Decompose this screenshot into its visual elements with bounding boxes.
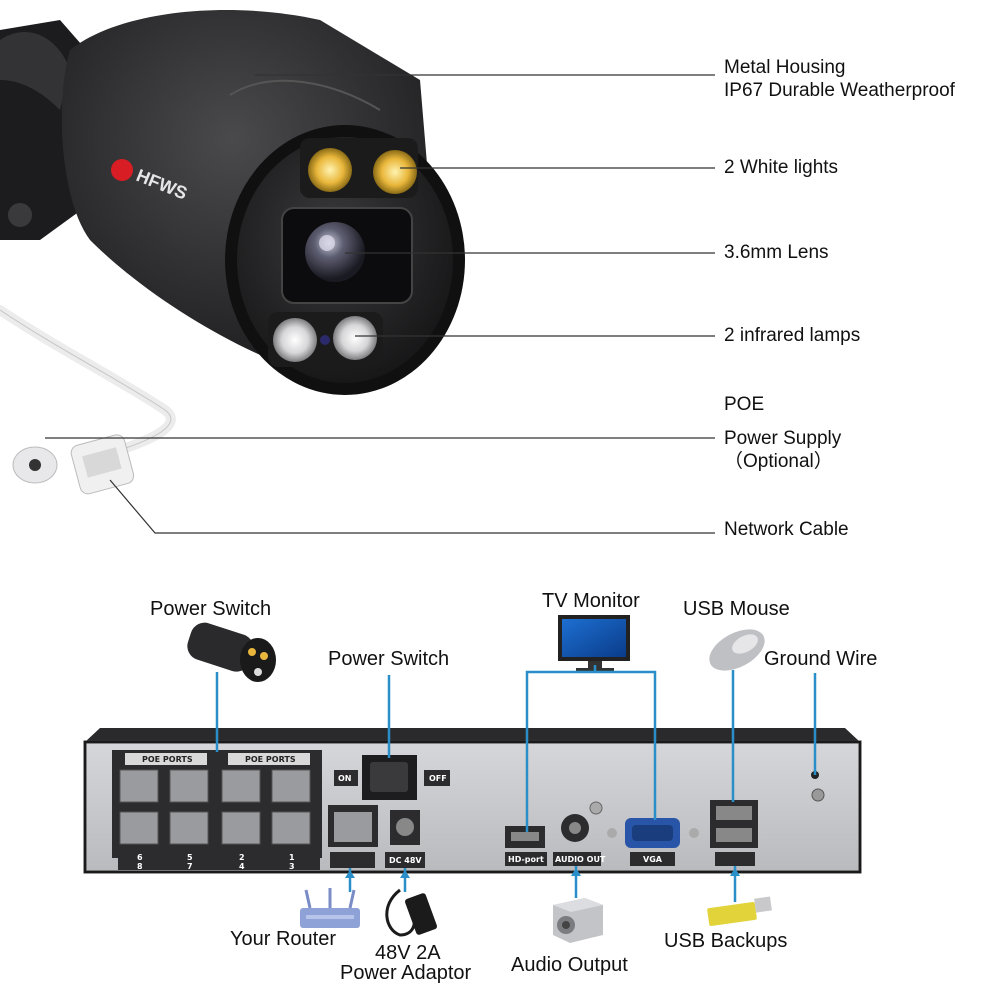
speaker-icon [553,898,603,943]
poe-ports-label-left: POE PORTS [142,755,193,764]
tv-monitor-icon [558,615,630,673]
power-switch-label: Power Switch [328,648,450,670]
adaptor-label-line1: 48V 2A [375,942,441,964]
on-label: ON [338,774,352,783]
port-number-top: 5 [187,853,193,862]
usb-mouse-icon [709,629,765,671]
power-supply-label: Power Supply [724,428,842,449]
camera-power-switch-label: Power Switch [150,598,272,620]
port-number-top: 6 [137,853,143,862]
port-numbers: 6 5 2 1 8 7 4 3 [137,853,295,871]
camera-illustration: HFWS [0,10,465,495]
tv-monitor-label: TV Monitor [542,590,640,612]
power-adaptor-icon [385,888,437,937]
white-lights-label: 2 White lights [724,157,839,178]
port-number-bottom: 7 [187,862,193,871]
small-camera-icon [187,622,276,682]
port-number-bottom: 8 [137,862,143,871]
poe-ports-label-right: POE PORTS [245,755,296,764]
infrared-label: 2 infrared lamps [724,325,861,346]
network-cable-label: Network Cable [724,519,849,540]
white-light-right [373,150,417,194]
usb-mouse-label: USB Mouse [683,598,790,620]
audio-output-label: Audio Output [511,954,628,976]
connector-arrows [345,868,740,878]
lens-label: 3.6mm Lens [724,242,829,263]
adaptor-label-line2: Power Adaptor [340,962,472,984]
camera-callout-lines [45,74,715,534]
white-light-left [308,148,352,192]
off-label: OFF [429,774,447,783]
port-number-top: 1 [289,853,295,862]
connector-lines [215,665,817,902]
your-router-label: Your Router [230,928,336,950]
panel-labels: POE PORTS POE PORTS ON OFF DC 48V HD-por… [137,755,663,871]
nvr-recorder [83,728,862,874]
port-number-bottom: 4 [239,862,245,871]
ir-lamp-right [333,316,377,360]
port-number-top: 2 [239,853,245,862]
port-number-bottom: 3 [289,862,295,871]
poe-label: POE [724,394,765,415]
usb-backups-label: USB Backups [664,930,788,952]
ground-wire-label: Ground Wire [764,648,878,670]
lens [305,222,365,282]
usb-stick-icon [707,896,772,926]
housing-label-line1: Metal Housing [724,57,846,78]
dc-label: DC 48V [389,856,422,865]
vga-label: VGA [643,855,663,864]
housing-label-line2: IP67 Durable Weatherproof [724,80,955,101]
hd-port-label: HD-port [508,855,544,864]
optional-label: （Optional） [724,451,833,472]
network-cable [0,305,176,455]
router-icon [300,888,360,928]
audio-out-label: AUDIO OUT [555,855,606,864]
ir-lamp-left [273,318,317,362]
poe-port-grid [119,769,311,845]
